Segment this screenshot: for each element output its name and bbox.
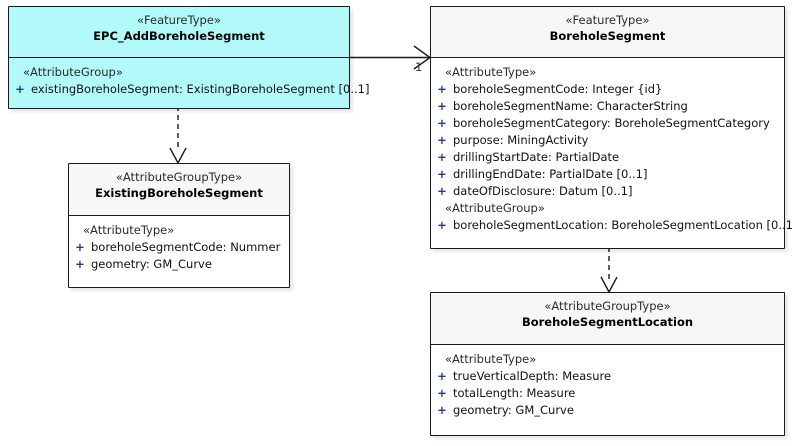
attribute-row[interactable]: + trueVerticalDepth: Measure bbox=[431, 368, 780, 385]
attribute-group-stereotype: «AttributeType» bbox=[445, 352, 537, 366]
attribute-label: totalLength: Measure bbox=[453, 386, 576, 400]
attribute-row[interactable]: + boreholeSegmentCode: Nummer bbox=[69, 239, 285, 256]
attribute-row[interactable]: + boreholeSegmentCategory: BoreholeSegme… bbox=[431, 115, 780, 132]
attribute-label: boreholeSegmentLocation: BoreholeSegment… bbox=[453, 218, 793, 232]
class-name: EPC_AddBoreholeSegment bbox=[93, 29, 265, 43]
class-stereotype: «AttributeGroupType» bbox=[115, 170, 243, 184]
class-box-existing-borehole-segment[interactable]: «AttributeGroupType» ExistingBoreholeSeg… bbox=[68, 163, 290, 288]
attribute-visibility: + bbox=[437, 133, 447, 147]
attribute-label: dateOfDisclosure: Datum [0..1] bbox=[453, 184, 633, 198]
multiplicity-label-one: 1 bbox=[415, 60, 423, 74]
attribute-label: drillingStartDate: PartialDate bbox=[453, 150, 620, 164]
class-header-borehole-segment-location: «AttributeGroupType» BoreholeSegmentLoca… bbox=[431, 293, 784, 345]
class-stereotype: «FeatureType» bbox=[137, 13, 221, 27]
attribute-label: boreholeSegmentCategory: BoreholeSegment… bbox=[453, 116, 770, 130]
attribute-visibility: + bbox=[75, 240, 85, 254]
attribute-visibility: + bbox=[437, 116, 447, 130]
attribute-label: boreholeSegmentCode: Integer {id} bbox=[453, 82, 663, 96]
attribute-label: trueVerticalDepth: Measure bbox=[453, 369, 612, 383]
class-box-borehole-segment-location[interactable]: «AttributeGroupType» BoreholeSegmentLoca… bbox=[430, 292, 785, 436]
attribute-row[interactable]: + totalLength: Measure bbox=[431, 385, 780, 402]
attribute-visibility: + bbox=[437, 403, 447, 417]
class-body-existing-borehole-segment: «AttributeType» + boreholeSegmentCode: N… bbox=[69, 216, 289, 279]
class-box-borehole-segment[interactable]: «FeatureType» BoreholeSegment «Attribute… bbox=[430, 6, 793, 249]
attribute-label: geometry: GM_Curve bbox=[453, 403, 574, 417]
attribute-visibility: + bbox=[437, 167, 447, 181]
attribute-label: geometry: GM_Curve bbox=[91, 257, 212, 271]
attribute-visibility: + bbox=[437, 184, 447, 198]
attribute-label: drillingEndDate: PartialDate [0..1] bbox=[453, 167, 648, 181]
attribute-label: boreholeSegmentName: CharacterString bbox=[453, 99, 688, 113]
attribute-row[interactable]: + boreholeSegmentLocation: BoreholeSegme… bbox=[431, 217, 793, 234]
attribute-label: boreholeSegmentCode: Nummer bbox=[91, 240, 281, 254]
attribute-label: existingBoreholeSegment: ExistingBorehol… bbox=[31, 82, 370, 96]
attribute-row[interactable]: + dateOfDisclosure: Datum [0..1] bbox=[431, 183, 780, 200]
attribute-visibility: + bbox=[437, 82, 447, 96]
class-body-borehole-segment-location: «AttributeType» + trueVerticalDepth: Mea… bbox=[431, 345, 784, 425]
class-header-existing-borehole-segment: «AttributeGroupType» ExistingBoreholeSeg… bbox=[69, 164, 289, 216]
attribute-visibility: + bbox=[437, 369, 447, 383]
connector-epc-to-existing-borehole-segment[interactable] bbox=[160, 106, 196, 166]
attribute-row[interactable]: + purpose: MiningActivity bbox=[431, 132, 780, 149]
attribute-row[interactable]: + geometry: GM_Curve bbox=[69, 256, 285, 273]
attribute-visibility: + bbox=[437, 99, 447, 113]
class-name: ExistingBoreholeSegment bbox=[95, 186, 263, 200]
class-stereotype: «FeatureType» bbox=[565, 13, 650, 27]
attribute-row[interactable]: + drillingStartDate: PartialDate bbox=[431, 149, 780, 166]
attribute-group-stereotype: «AttributeType» bbox=[83, 223, 175, 237]
class-stereotype: «AttributeGroupType» bbox=[544, 299, 671, 313]
class-box-epc-add-borehole-segment[interactable]: «FeatureType» EPC_AddBoreholeSegment «At… bbox=[8, 6, 369, 109]
attribute-group-stereotype: «AttributeGroup» bbox=[23, 65, 123, 79]
attribute-row[interactable]: + boreholeSegmentCode: Integer {id} bbox=[431, 81, 780, 98]
attribute-group-stereotype: «AttributeGroup» bbox=[445, 201, 545, 215]
attribute-visibility: + bbox=[437, 218, 447, 232]
attribute-visibility: + bbox=[437, 386, 447, 400]
class-body-epc-add-borehole-segment: «AttributeGroup» + existingBoreholeSegme… bbox=[9, 58, 369, 104]
connector-borehole-segment-to-location[interactable] bbox=[591, 247, 627, 295]
class-header-borehole-segment: «FeatureType» BoreholeSegment bbox=[431, 7, 784, 58]
attribute-row[interactable]: + drillingEndDate: PartialDate [0..1] bbox=[431, 166, 780, 183]
attribute-label: purpose: MiningActivity bbox=[453, 133, 589, 147]
attribute-row[interactable]: + geometry: GM_Curve bbox=[431, 402, 780, 419]
attribute-visibility: + bbox=[75, 257, 85, 271]
attribute-row[interactable]: + boreholeSegmentName: CharacterString bbox=[431, 98, 780, 115]
class-name: BoreholeSegment bbox=[549, 29, 666, 43]
attribute-row[interactable]: + existingBoreholeSegment: ExistingBoreh… bbox=[9, 81, 369, 98]
class-body-borehole-segment: «AttributeType» + boreholeSegmentCode: I… bbox=[431, 58, 793, 240]
attribute-visibility: + bbox=[15, 82, 25, 96]
class-name: BoreholeSegmentLocation bbox=[521, 315, 694, 329]
class-header-epc-add-borehole-segment: «FeatureType» EPC_AddBoreholeSegment bbox=[9, 7, 349, 58]
attribute-visibility: + bbox=[437, 150, 447, 164]
attribute-group-stereotype: «AttributeType» bbox=[445, 65, 537, 79]
